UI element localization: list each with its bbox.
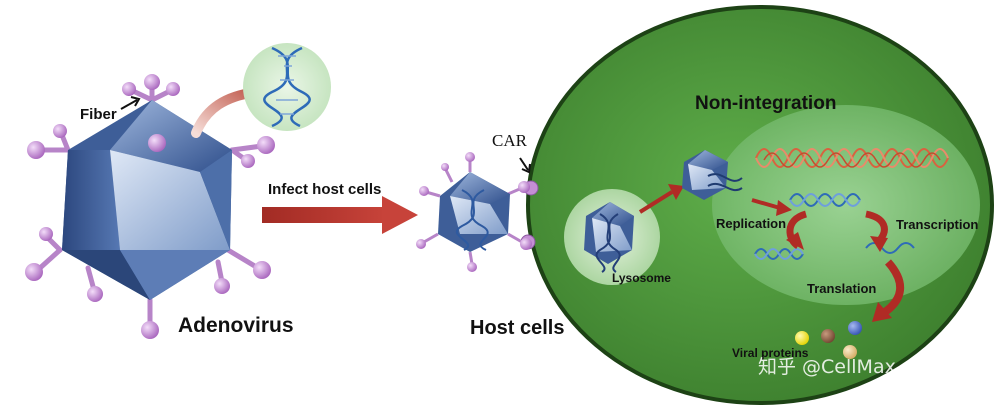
protein-tan — [843, 345, 857, 359]
adenovirus-small-entering — [416, 152, 532, 272]
adenovirus-large — [25, 74, 275, 339]
virus-in-lysosome — [584, 202, 634, 273]
virus-uncoating — [682, 150, 743, 200]
uncoat-arrow — [751, 198, 792, 216]
escape-arrow — [638, 184, 684, 214]
non-integration-label: Non-integration — [695, 93, 837, 114]
fiber-label: Fiber — [80, 106, 117, 123]
fiber-pointer-head — [130, 96, 141, 107]
infect-arrow — [262, 196, 418, 234]
capsid-face-bottom-left — [62, 250, 150, 300]
viral-dna-bubble — [243, 43, 331, 131]
capsid-face-right — [200, 150, 232, 250]
translation-arrow — [872, 259, 905, 322]
host-cells-label: Host cells — [470, 317, 565, 339]
small-fiber-knobs — [416, 152, 532, 272]
viral-proteins — [795, 321, 862, 359]
replication-label: Replication — [716, 216, 787, 231]
protein-yellow — [795, 331, 809, 345]
translation-label: Translation — [807, 281, 877, 296]
capsid-face-center — [110, 150, 230, 250]
transcription-arrow — [865, 210, 888, 252]
mrna-strand — [865, 242, 915, 254]
car-pointer-head — [521, 163, 531, 174]
capsid-face-top — [110, 100, 232, 172]
viral-dna-center — [789, 193, 861, 207]
dna-rungs — [276, 55, 298, 115]
capsid-face-left — [62, 150, 120, 250]
protein-blue — [848, 321, 862, 335]
protein-brown — [821, 329, 835, 343]
replication-arrow — [786, 210, 808, 250]
viral-proteins-label: Viral proteins — [732, 346, 809, 360]
watermark: 知乎 @CellMax — [758, 356, 896, 378]
lysosome-label: Lysosome — [612, 271, 671, 285]
fiber-knobs — [25, 74, 275, 339]
small-fiber-stalks — [423, 160, 523, 265]
adenovirus-label: Adenovirus — [178, 314, 294, 337]
capsid-face-bottom-right — [120, 250, 230, 300]
host-cell — [520, 5, 994, 405]
viral-rna-helix — [755, 148, 949, 168]
fiber-pointer-arrow — [120, 99, 138, 110]
transcription-label: Transcription — [896, 217, 979, 232]
car-label: CAR — [492, 131, 527, 150]
dna-strand-b — [263, 46, 303, 128]
car-pointer-arrow — [519, 157, 529, 171]
nucleus — [712, 105, 980, 305]
infect-label: Infect host cells — [268, 181, 382, 198]
replicated-dna — [754, 248, 804, 260]
